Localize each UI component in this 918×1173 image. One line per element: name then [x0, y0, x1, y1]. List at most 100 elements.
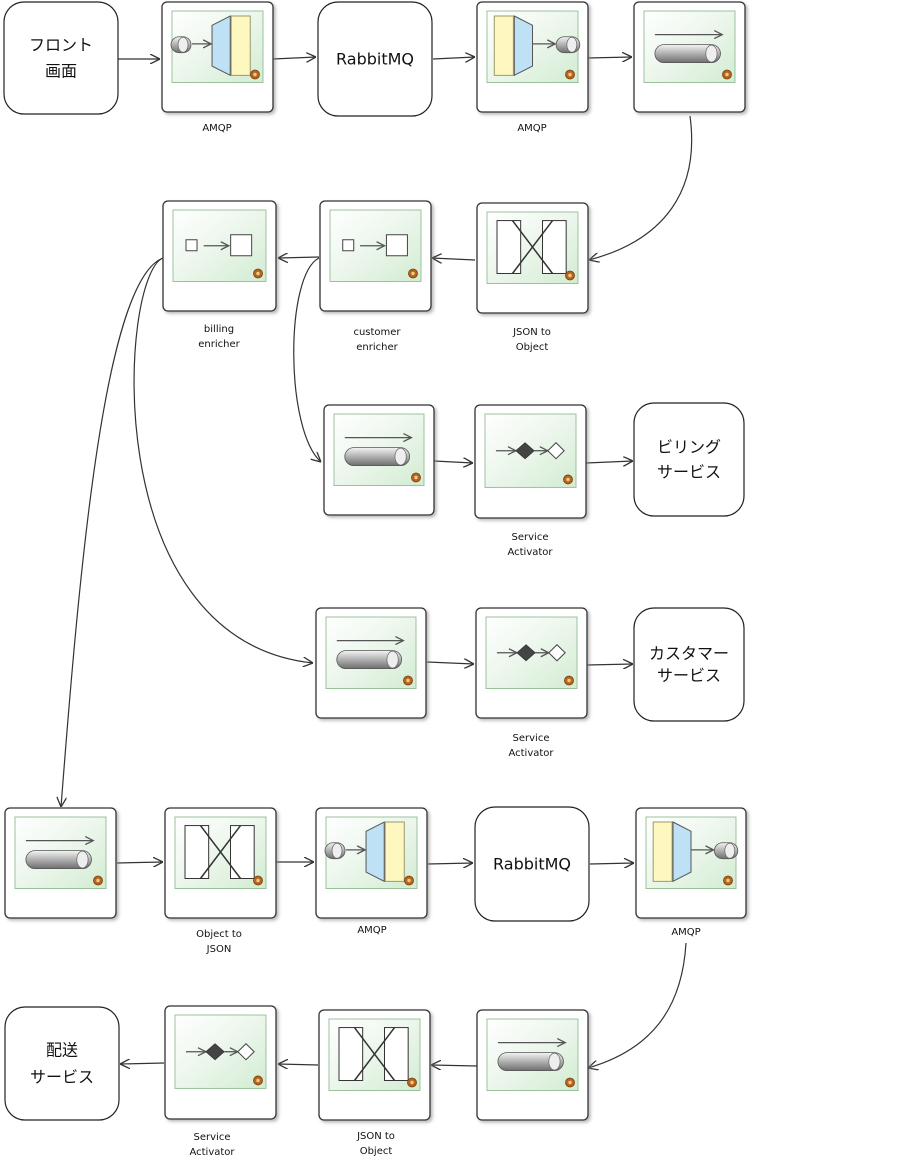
rabbitmq-1-label: RabbitMQ — [336, 50, 414, 69]
service-activator-delivery-node — [164, 1005, 277, 1120]
activator-icon — [496, 644, 566, 662]
json-to-object-2-node — [318, 1009, 431, 1121]
json-to-object-1-node — [476, 202, 589, 314]
json-to-object-2-label: Object — [360, 1146, 393, 1157]
channel-icon — [497, 1038, 567, 1072]
json-to-object-1-label: JSON to — [512, 327, 551, 338]
transformer-icon — [184, 825, 255, 879]
amqp-out-icon — [170, 15, 251, 77]
integration-component-icon — [564, 675, 574, 686]
object-to-json-label: Object to — [196, 929, 242, 940]
delivery-service-label: サービス — [30, 1068, 94, 1087]
customer-enricher-node — [319, 200, 432, 312]
activator-icon — [495, 442, 565, 460]
rabbitmq-1: RabbitMQ — [317, 1, 433, 117]
billing-enricher-label: billing — [204, 324, 234, 335]
flow-connectors — [61, 57, 693, 1068]
customer-enricher-label: customer — [353, 327, 401, 338]
amqp-in-icon — [493, 15, 581, 77]
amqp-out-2-label: AMQP — [357, 925, 386, 936]
front-screen-box — [3, 1, 119, 115]
customer-service-box — [633, 607, 745, 722]
rabbitmq-2-label: RabbitMQ — [493, 855, 571, 874]
json-to-object-1-label: Object — [516, 342, 549, 353]
service-activator-delivery-label: Service — [194, 1132, 231, 1143]
front-screen-label: 画面 — [45, 62, 77, 81]
integration-component-icon — [563, 474, 573, 485]
edge-amqp-out-2-to-rabbit-2 — [427, 863, 473, 864]
service-activator-customer-node — [475, 607, 588, 719]
billing-channel-node — [323, 404, 435, 516]
service-activator-customer-label: Service — [513, 733, 550, 744]
customer-channel-node — [315, 607, 427, 719]
integration-component-icon — [404, 875, 414, 886]
channel-icon — [344, 433, 413, 467]
amqp-out-1-label: AMQP — [202, 123, 231, 134]
edge-json-to-object-2-to-service-activator — [278, 1064, 319, 1065]
integration-component-icon — [723, 875, 733, 886]
amqp-inbound-adapter-1-node — [476, 1, 589, 113]
channel-icon — [654, 30, 724, 64]
amqp-inbound-adapter-2-node — [635, 807, 747, 919]
customer-service-label: サービス — [657, 666, 721, 685]
enricher-icon — [342, 234, 408, 257]
integration-component-icon — [565, 1077, 575, 1088]
edge-rabbit-1-to-amqp-in-1 — [432, 57, 475, 59]
enricher-icon — [185, 234, 253, 257]
edge-channel-1-to-json-to-object-1 — [589, 115, 693, 260]
service-activator-billing-label: Service — [512, 532, 549, 543]
edge-amqp-out-1-to-rabbit-1 — [272, 57, 316, 59]
delivery-service-box — [4, 1006, 120, 1121]
rabbitmq-2: RabbitMQ — [474, 806, 590, 922]
service-activator-delivery-label: Activator — [189, 1147, 235, 1158]
edge-customer-enricher-to-billing-enricher — [278, 257, 320, 258]
service-activator-customer-label: Activator — [508, 748, 554, 759]
amqp-in-1-label: AMQP — [517, 123, 546, 134]
integration-component-icon — [408, 268, 418, 279]
edge-billing-enricher-to-customer-channel — [133, 257, 313, 663]
integration-component-icon — [565, 69, 575, 80]
billing-enricher-label: enricher — [198, 339, 240, 350]
inbound-channel-1-node — [633, 1, 746, 113]
integration-component-icon — [253, 1075, 263, 1086]
service-activator-billing-label: Activator — [507, 547, 553, 558]
edge-amqp-in-1-to-channel-1 — [586, 57, 632, 58]
billing-service-box — [633, 402, 745, 517]
amqp-in-icon — [652, 821, 739, 883]
edge-customer-channel-to-service-activator — [426, 662, 474, 664]
activator-icon — [185, 1043, 255, 1061]
customer-enricher-label: enricher — [356, 342, 398, 353]
billing-service-label: サービス — [657, 463, 721, 482]
front-screen-label: フロント — [29, 36, 93, 55]
edge-rabbit-2-to-amqp-in-2 — [589, 863, 634, 864]
integration-component-icon — [93, 875, 103, 886]
transformer-icon — [496, 220, 567, 274]
outbound-channel-node — [4, 807, 117, 919]
edge-service-activator-to-customer-service — [586, 664, 633, 665]
integration-component-icon — [407, 1077, 417, 1088]
integration-component-icon — [403, 675, 413, 686]
edge-customer-enricher-to-billing-channel — [293, 257, 321, 462]
amqp-in-2-label: AMQP — [671, 927, 700, 938]
amqp-outbound-adapter-1-node — [161, 1, 274, 113]
edge-amqp-in-2-to-channel — [588, 942, 687, 1068]
edge-service-activator-to-delivery-service — [120, 1063, 165, 1064]
edge-service-activator-to-billing-service — [585, 461, 633, 463]
edge-channel-to-object-to-json — [116, 862, 163, 863]
edge-json-to-object-1-to-customer-enricher — [432, 258, 476, 260]
integration-component-icon — [722, 69, 732, 80]
integration-component-icon — [565, 270, 575, 281]
transformer-icon — [338, 1027, 409, 1081]
delivery-channel-node — [476, 1009, 589, 1121]
amqp-out-icon — [324, 821, 405, 883]
integration-component-icon — [253, 875, 263, 886]
object-to-json-label: JSON — [206, 944, 232, 955]
edge-billing-channel-to-service-activator — [433, 461, 473, 463]
amqp-outbound-adapter-2-node — [315, 807, 428, 919]
edge-billing-enricher-to-outbound-channel — [61, 257, 164, 807]
channel-icon — [336, 636, 405, 670]
